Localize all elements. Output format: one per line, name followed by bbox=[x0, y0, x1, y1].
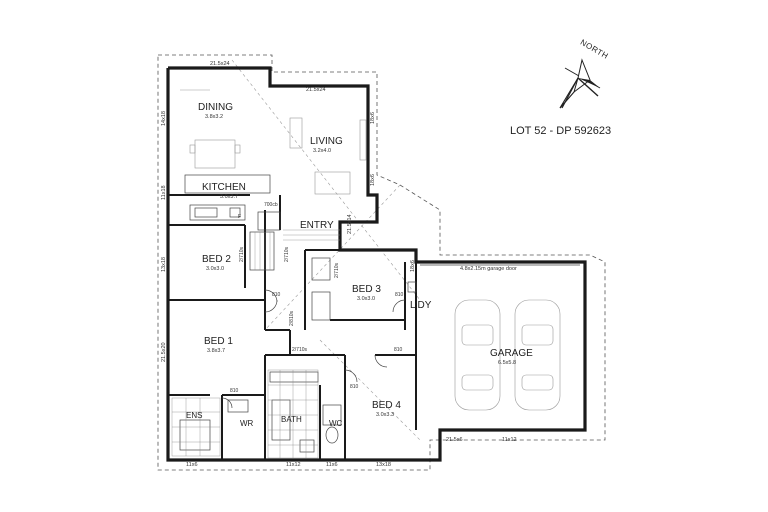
door-label-810-e: 810 bbox=[230, 388, 239, 394]
room-garage-name: GARAGE bbox=[490, 348, 533, 359]
door-label-810-c: 810 bbox=[394, 347, 403, 353]
window-bed2-side: 13x18 bbox=[161, 257, 167, 272]
garage-door-label: 4.8x2.15m garage door bbox=[460, 266, 517, 272]
room-living-size: 3.2x4.0 bbox=[313, 148, 331, 154]
room-entry-name: ENTRY bbox=[300, 220, 334, 231]
door-label-2710s-b: 2/710s bbox=[284, 246, 290, 262]
interior-walls bbox=[168, 194, 417, 460]
bed3-robe bbox=[311, 257, 331, 321]
room-dining-size: 3.8x3.2 bbox=[205, 114, 223, 120]
room-bed1-size: 3.8x3.7 bbox=[207, 348, 225, 354]
tiled-floors bbox=[171, 369, 319, 459]
room-garage-size: 6.5x5.8 bbox=[498, 360, 516, 366]
room-wr-name: WR bbox=[240, 419, 254, 428]
entry-robe bbox=[249, 211, 340, 271]
room-bed4-size: 3.0x3.3 bbox=[376, 412, 394, 418]
door-label-810-a: 810 bbox=[272, 292, 281, 298]
kitchen-bench bbox=[184, 174, 271, 221]
room-bed1-name: BED 1 bbox=[204, 336, 233, 347]
room-bed3-name: BED 3 bbox=[352, 284, 381, 295]
room-bed3-size: 3.0x3.0 bbox=[357, 296, 375, 302]
living-furniture bbox=[289, 117, 367, 195]
room-dining-name: DINING bbox=[198, 102, 233, 113]
window-bottom-11x6-b: 11x6 bbox=[326, 462, 338, 468]
door-label-2810s: 2/810s bbox=[289, 310, 295, 326]
room-bath-name: BATH bbox=[281, 415, 302, 424]
room-laundry-name: L'DY bbox=[410, 300, 432, 311]
window-living-top: 21.5x24 bbox=[306, 87, 326, 93]
north-label: NORTH bbox=[579, 38, 610, 61]
window-bottom-11x12-a: 11x12 bbox=[286, 462, 301, 468]
window-bottom-11x6-a: 11x6 bbox=[186, 462, 198, 468]
dining-table bbox=[180, 89, 241, 169]
door-label-810-b: 810 bbox=[395, 292, 404, 298]
lot-label: LOT 52 - DP 592623 bbox=[510, 125, 611, 137]
fridge-label: F bbox=[238, 214, 241, 220]
room-wc-name: WC bbox=[329, 419, 343, 428]
laundry-fixtures bbox=[407, 281, 417, 293]
room-kitchen-size: 3.0x3.7 bbox=[220, 194, 238, 200]
north-arrow-icon bbox=[559, 58, 601, 109]
room-ens-name: ENS bbox=[186, 411, 202, 420]
window-kitchen-side: 11x18 bbox=[161, 185, 167, 200]
garage-cars bbox=[454, 299, 561, 411]
door-swings bbox=[221, 289, 406, 409]
room-bed4-name: BED 4 bbox=[372, 400, 401, 411]
room-bed2-name: BED 2 bbox=[202, 254, 231, 265]
door-label-2710s-d: 2/710s bbox=[292, 347, 308, 353]
bathroom-fixtures bbox=[179, 371, 342, 453]
cupboard-label: 700cb bbox=[264, 202, 278, 208]
door-label-810-d: 810 bbox=[350, 384, 359, 390]
window-bed1-side: 21.5x20 bbox=[161, 342, 167, 362]
door-label-2710s-a: 2/710s bbox=[239, 246, 245, 262]
room-living-name: LIVING bbox=[310, 136, 343, 147]
window-bottom-21-5x6: 21.5x6 bbox=[446, 437, 463, 443]
window-bottom-11x12-b: 11x12 bbox=[502, 437, 517, 443]
window-dining-side: 14x18 bbox=[161, 111, 167, 126]
window-bed3-side: 18x6 bbox=[410, 260, 416, 272]
window-bottom-13x18: 13x18 bbox=[376, 462, 391, 468]
room-kitchen-name: KITCHEN bbox=[202, 182, 246, 193]
window-entry-side: 21.5x14 bbox=[347, 214, 353, 234]
window-living-right-a: 18x6 bbox=[370, 112, 376, 124]
room-bed2-size: 3.0x3.0 bbox=[206, 266, 224, 272]
window-dining-top: 21.5x24 bbox=[210, 61, 230, 67]
window-living-right-b: 18x6 bbox=[370, 174, 376, 186]
door-label-2710s-c: 2/710s bbox=[334, 262, 340, 278]
